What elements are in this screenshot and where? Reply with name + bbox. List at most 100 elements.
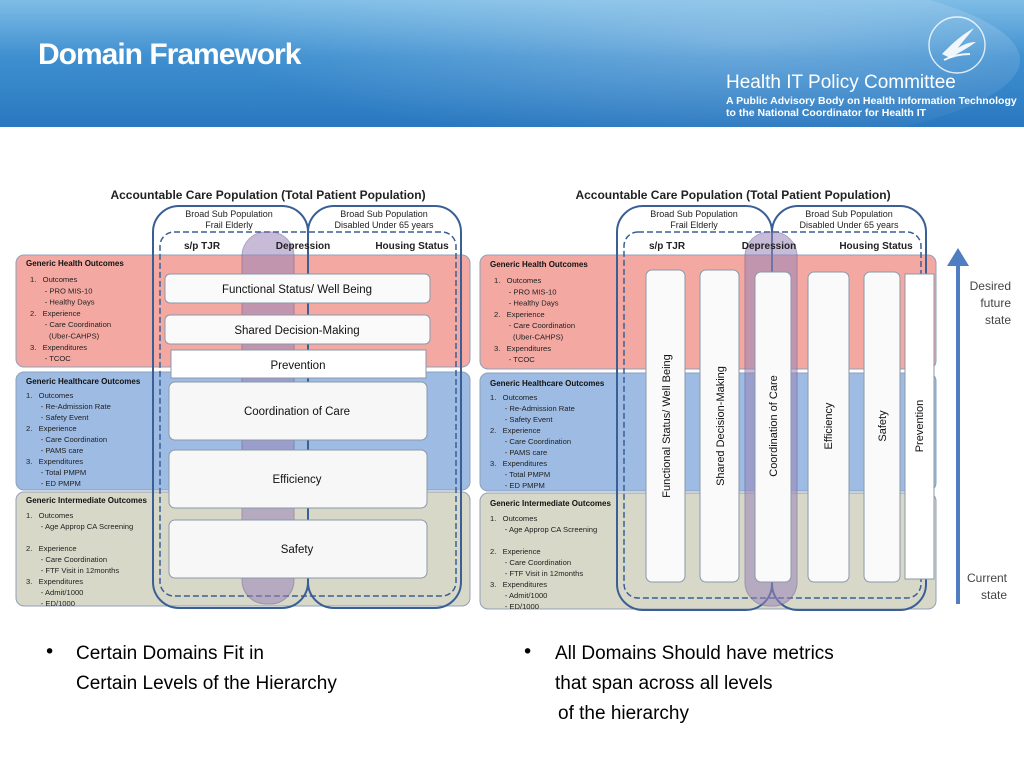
outcome-line: 2. Experience — [494, 310, 545, 319]
right-healthcare-title: Generic Healthcare Outcomes — [490, 379, 605, 388]
outcome-line: 3. Expenditures — [30, 343, 87, 352]
left-domain-coordination-box — [168, 381, 428, 441]
right-intermediate-title: Generic Intermediate Outcomes — [490, 499, 611, 508]
left-tag-housing: Housing Status — [375, 241, 449, 252]
current-state-line1: Current — [967, 571, 1008, 585]
right-tag-housing: Housing Status — [839, 241, 913, 252]
left-panel: Accountable Care Population (Total Patie… — [15, 188, 471, 609]
outcome-line: - Healthy Days — [30, 298, 95, 307]
outcome-line: - Care Coordination — [494, 321, 575, 330]
outcome-line: 1. Outcomes — [26, 391, 73, 400]
current-state-line2: state — [981, 588, 1007, 602]
desired-state-line3: state — [985, 313, 1011, 327]
outcome-line: - PAMS care — [490, 448, 547, 457]
outcome-line: 3. Expenditures — [490, 459, 547, 468]
left-health-lines: 1. Outcomes - PRO MIS-10 - Healthy Days 2… — [30, 275, 111, 363]
outcome-line: 2. Experience — [490, 547, 541, 556]
right-domain-shared-box — [699, 269, 740, 583]
outcome-line: (Uber-CAHPS) — [30, 332, 100, 341]
hhs-eagle-icon — [928, 16, 986, 74]
outcome-line: - Admit/1000 — [26, 588, 83, 597]
left-bullet-text: Certain Domains Fit in Certain Levels of… — [76, 639, 337, 699]
outcome-line: - TCOC — [494, 355, 535, 364]
right-domain-shared: Shared Decision-Making — [715, 366, 727, 486]
left-domain-efficiency-box — [168, 449, 428, 509]
right-domain-prevention: Prevention — [914, 400, 926, 453]
right-subpop1-line1: Broad Sub Population — [650, 209, 738, 219]
right-subpop2-line1: Broad Sub Population — [805, 209, 893, 219]
state-arrow: Desired future state Current state — [947, 248, 1011, 604]
outcome-line: 1. Outcomes — [30, 275, 77, 284]
right-domain-functional: Functional Status/ Well Being — [661, 354, 673, 497]
left-subpop1-line2: Frail Elderly — [205, 220, 253, 230]
right-health-title: Generic Health Outcomes — [490, 260, 588, 269]
left-domain-coordination: Coordination of Care — [244, 406, 350, 418]
right-subpop2-line2: Disabled Under 65 years — [799, 220, 899, 230]
outcome-line: - Care Coordination — [26, 555, 107, 564]
left-health-title: Generic Health Outcomes — [26, 259, 124, 268]
outcome-line: - ED PMPM — [26, 479, 81, 488]
page-title: Domain Framework — [38, 38, 301, 71]
right-domain-safety-box — [863, 271, 901, 583]
outcome-line: - Care Coordination — [490, 558, 571, 567]
desired-state-line1: Desired — [970, 279, 1011, 293]
outcome-line: - Care Coordination — [490, 437, 571, 446]
outcome-line: 1. Outcomes — [494, 276, 541, 285]
committee-subtitle-line1: A Public Advisory Body on Health Informa… — [726, 95, 1017, 107]
arrow-up-icon — [947, 248, 969, 266]
right-domain-prevention-box — [904, 273, 935, 580]
left-domain-functional: Functional Status/ Well Being — [222, 284, 372, 296]
left-tag-sptjr: s/p TJR — [184, 241, 221, 252]
outcome-line: - Admit/1000 — [490, 591, 547, 600]
outcome-line: 3. Expenditures — [490, 580, 547, 589]
left-domain-shared-box — [164, 314, 431, 345]
outcome-line: 1. Outcomes — [490, 393, 537, 402]
outcome-line: - Re-Admission Rate — [26, 402, 111, 411]
outcome-line: - Total PMPM — [26, 468, 86, 477]
left-intermediate-title: Generic Intermediate Outcomes — [26, 496, 147, 505]
right-domain-efficiency-box — [807, 271, 850, 583]
right-domain-coordination-box — [754, 271, 792, 583]
right-domain-coordination: Coordination of Care — [768, 375, 780, 477]
outcome-line: - Care Coordination — [26, 435, 107, 444]
left-bullet-dot: • — [44, 641, 56, 663]
outcome-line: - PRO MIS-10 — [30, 286, 92, 295]
banner-swirl — [120, 0, 1020, 127]
left-domain-prevention: Prevention — [271, 360, 326, 372]
outcome-line: - PAMS care — [26, 446, 83, 455]
outcome-line: - Safety Event — [26, 413, 89, 422]
outcome-line: 1. Outcomes — [26, 511, 73, 520]
left-domain-prevention-box — [170, 349, 427, 379]
outcome-line: - TCOC — [30, 354, 71, 363]
left-subpop2-line1: Broad Sub Population — [340, 209, 428, 219]
outcome-line: - Re-Admission Rate — [490, 404, 575, 413]
right-healthcare-lines: 1. Outcomes - Re-Admission Rate - Safety… — [490, 393, 575, 490]
left-intermediate-lines: 1. Outcomes - Age Approp CA Screening2. … — [26, 511, 133, 608]
left-healthcare-title: Generic Healthcare Outcomes — [26, 377, 141, 386]
committee-name: Health IT Policy Committee — [726, 72, 956, 93]
left-domain-shared: Shared Decision-Making — [234, 325, 359, 337]
right-tag-depression: Depression — [742, 241, 796, 252]
left-tag-depression: Depression — [276, 241, 330, 252]
outcome-line: (Uber-CAHPS) — [494, 333, 564, 342]
left-subpop2-line2: Disabled Under 65 years — [334, 220, 434, 230]
right-health-lines: 1. Outcomes - PRO MIS-10 - Healthy Days2… — [494, 276, 575, 364]
left-domain-functional-box — [164, 273, 431, 304]
committee-subtitle-line2: to the National Coordinator for Health I… — [726, 107, 927, 119]
right-domain-safety: Safety — [877, 410, 889, 442]
outcome-line: 1. Outcomes — [490, 514, 537, 523]
outcome-line: - Age Approp CA Screening — [26, 522, 133, 531]
outcome-line: 2. Experience — [30, 309, 81, 318]
left-domain-safety-box — [168, 519, 428, 579]
outcome-line: 3. Expenditures — [26, 577, 83, 586]
outcome-line: - Safety Event — [490, 415, 553, 424]
right-subpop1-line2: Frail Elderly — [670, 220, 718, 230]
left-domain-safety: Safety — [281, 544, 314, 556]
left-population-title: Accountable Care Population (Total Patie… — [110, 188, 425, 202]
outcome-line: - Care Coordination — [30, 320, 111, 329]
outcome-line: - Healthy Days — [494, 299, 559, 308]
left-subpop1-line1: Broad Sub Population — [185, 209, 273, 219]
outcome-line: 2. Experience — [490, 426, 541, 435]
right-bullet-line1: All Domains Should have metrics — [555, 643, 834, 664]
